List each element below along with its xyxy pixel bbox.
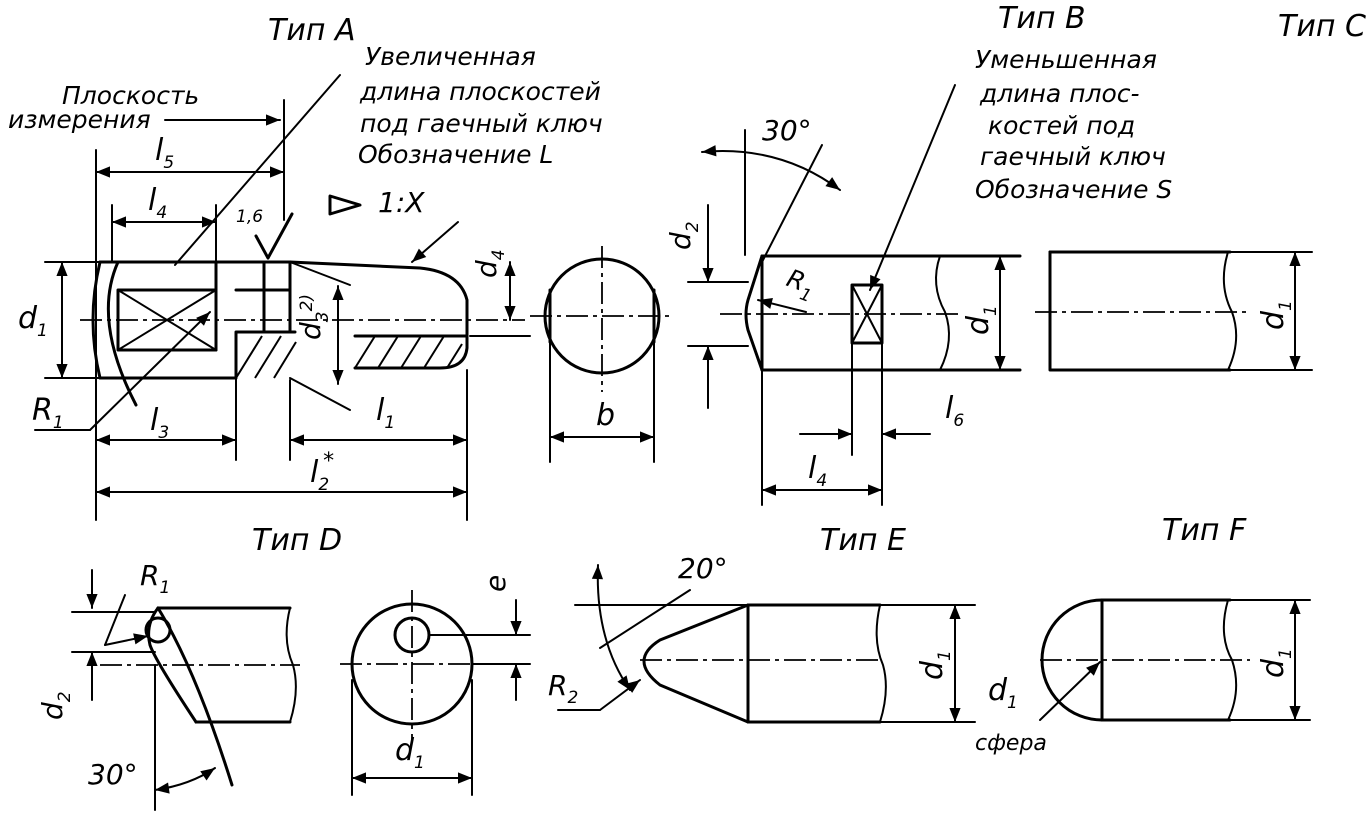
type-a-view bbox=[34, 74, 531, 521]
title-type-a: Тип А bbox=[268, 13, 356, 48]
dim-l6: l6 bbox=[945, 391, 964, 431]
dim-l2: l2* bbox=[310, 449, 334, 495]
dim-l1: l1 bbox=[376, 393, 395, 433]
dim-d1-f: d1 bbox=[1256, 648, 1296, 678]
dim-d2-b: d2 bbox=[664, 221, 703, 250]
dim-d1-a: d1 bbox=[18, 301, 48, 341]
section-hatching bbox=[235, 335, 463, 379]
dim-l4-b: l4 bbox=[808, 451, 827, 491]
type-a-end-view bbox=[530, 246, 672, 463]
dim-r1-b: R1 bbox=[781, 263, 820, 306]
note-line: Уменьшенная bbox=[975, 45, 1157, 74]
dim-l4-a: l4 bbox=[148, 183, 167, 223]
dim-d4: d4 bbox=[470, 249, 509, 278]
note-line: костей под bbox=[988, 111, 1135, 140]
dim-l5: l5 bbox=[155, 133, 174, 173]
dim-d1-d: d1 bbox=[395, 733, 425, 773]
dim-r1-a: R1 bbox=[32, 393, 64, 433]
note-line: длина плоскостей bbox=[359, 77, 601, 106]
angle-20-e: 20° bbox=[678, 552, 728, 585]
taper-label: 1:X bbox=[378, 186, 425, 219]
note-line: Обозначение S bbox=[975, 175, 1172, 204]
sphere-note: сфера bbox=[975, 731, 1047, 756]
dim-d1-b: d1 bbox=[961, 305, 1001, 335]
dim-b: b bbox=[596, 398, 615, 433]
angle-30-b: 30° bbox=[762, 114, 812, 147]
note-line: Обозначение L bbox=[358, 140, 553, 169]
dim-d2-d: d2 bbox=[36, 691, 75, 720]
dim-d1-c: d1 bbox=[1256, 300, 1296, 330]
title-type-b: Тип В bbox=[998, 1, 1086, 36]
type-a-note: Увеличенная длина плоскостей под гаечный… bbox=[358, 42, 603, 169]
type-f-view bbox=[1039, 598, 1311, 722]
note-line: измерения bbox=[8, 105, 151, 134]
dim-r1-d: R1 bbox=[140, 559, 170, 598]
measurement-plane-note: Плоскость измерения bbox=[8, 81, 199, 134]
dim-d3: d32) bbox=[294, 294, 333, 340]
dim-d1-e: d1 bbox=[915, 650, 955, 680]
title-type-f: Тип F bbox=[1162, 513, 1247, 548]
title-type-e: Тип E bbox=[820, 523, 906, 558]
roughness-label: 1,6 bbox=[236, 207, 263, 227]
note-line: под гаечный ключ bbox=[360, 109, 603, 138]
type-e-view bbox=[557, 564, 976, 724]
type-d-end-view bbox=[340, 590, 531, 796]
dim-d1-f-sphere: d1 bbox=[988, 673, 1018, 713]
note-line: Плоскость bbox=[62, 81, 199, 110]
type-b-view bbox=[687, 84, 1022, 506]
title-type-d: Тип D bbox=[252, 523, 342, 558]
note-line: длина плос- bbox=[979, 79, 1140, 108]
angle-30-d: 30° bbox=[88, 758, 138, 791]
title-type-c: Тип С bbox=[1278, 9, 1366, 44]
type-b-note: Уменьшенная длина плос- костей под гаечн… bbox=[975, 45, 1172, 204]
type-d-view bbox=[71, 569, 300, 811]
note-line: Увеличенная bbox=[365, 42, 536, 71]
note-line: гаечный ключ bbox=[980, 142, 1166, 171]
type-c-view bbox=[1035, 250, 1313, 372]
dim-r2: R2 bbox=[548, 669, 578, 708]
dim-e: e bbox=[479, 575, 512, 592]
dim-l3: l3 bbox=[150, 403, 169, 443]
